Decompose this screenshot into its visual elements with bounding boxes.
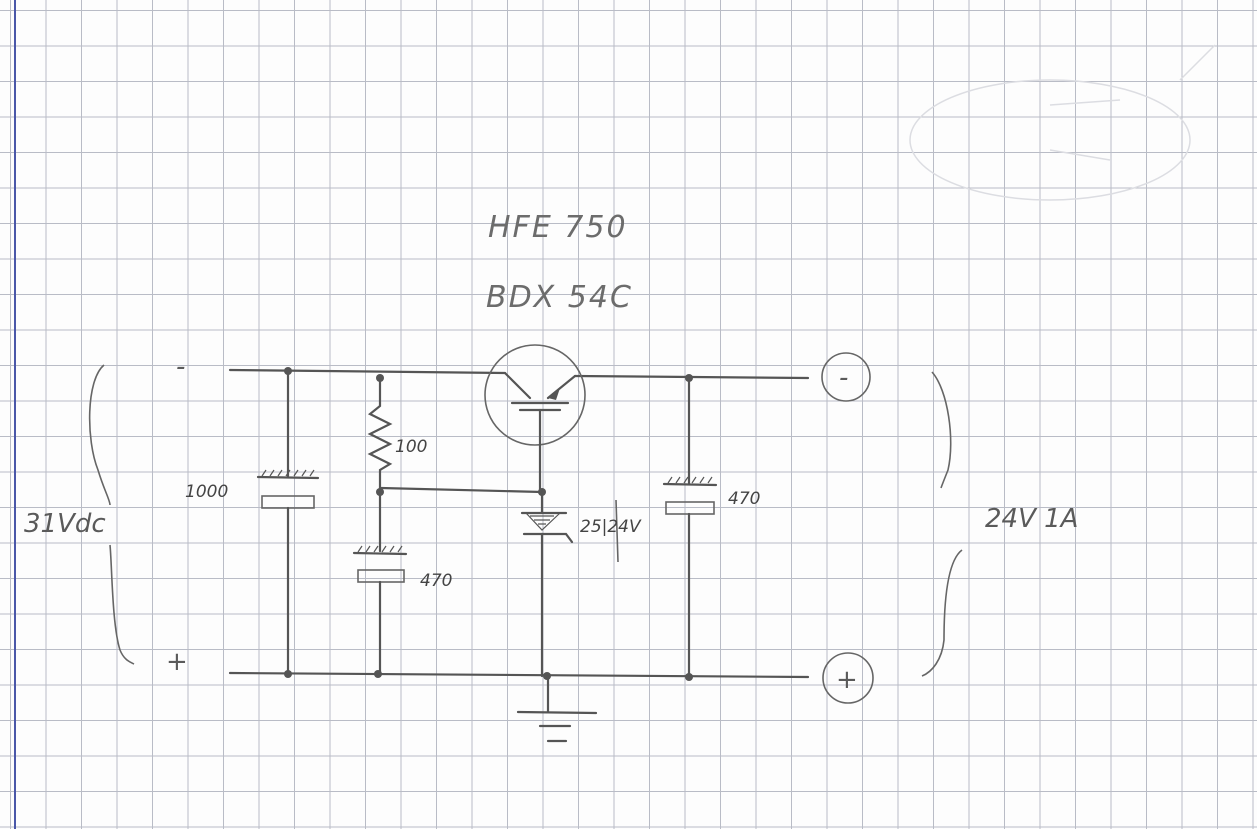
output-terminal-plus: +	[822, 652, 874, 704]
output-rating-label: 24V 1A	[985, 504, 1078, 534]
margin-line	[14, 0, 16, 829]
erased-sketch	[909, 44, 1216, 201]
base-bias-wire	[378, 486, 544, 494]
ground-symbol	[516, 674, 598, 743]
input-plus-label: +	[166, 647, 188, 677]
input-brace-bottom	[109, 544, 135, 665]
output-brace-top	[931, 371, 952, 489]
transistor-q1	[484, 344, 586, 496]
zener-value-label: 25|24V	[580, 517, 642, 537]
transistor-model-label: BDX 54C	[486, 280, 633, 315]
input-brace-top	[88, 364, 111, 506]
c2-value-label: 470	[420, 571, 452, 591]
hfe-label: HFE 750	[488, 210, 628, 245]
positive-rail	[228, 671, 810, 679]
input-minus-label: -	[176, 352, 185, 382]
r1-value-label: 100	[395, 437, 427, 457]
output-plus-label: +	[836, 665, 858, 695]
input-voltage-label: 31Vdc	[24, 509, 106, 539]
capacitor-c1	[256, 367, 320, 678]
output-terminal-minus: -	[821, 352, 871, 402]
output-brace-bottom	[921, 549, 963, 677]
negative-rail	[228, 368, 810, 380]
c1-value-label: 1000	[185, 482, 228, 502]
capacitor-c2	[352, 490, 408, 678]
resistor-r1	[367, 374, 393, 496]
capacitor-c3	[662, 374, 718, 681]
c3-value-label: 470	[728, 489, 760, 509]
output-minus-label: -	[839, 363, 848, 393]
